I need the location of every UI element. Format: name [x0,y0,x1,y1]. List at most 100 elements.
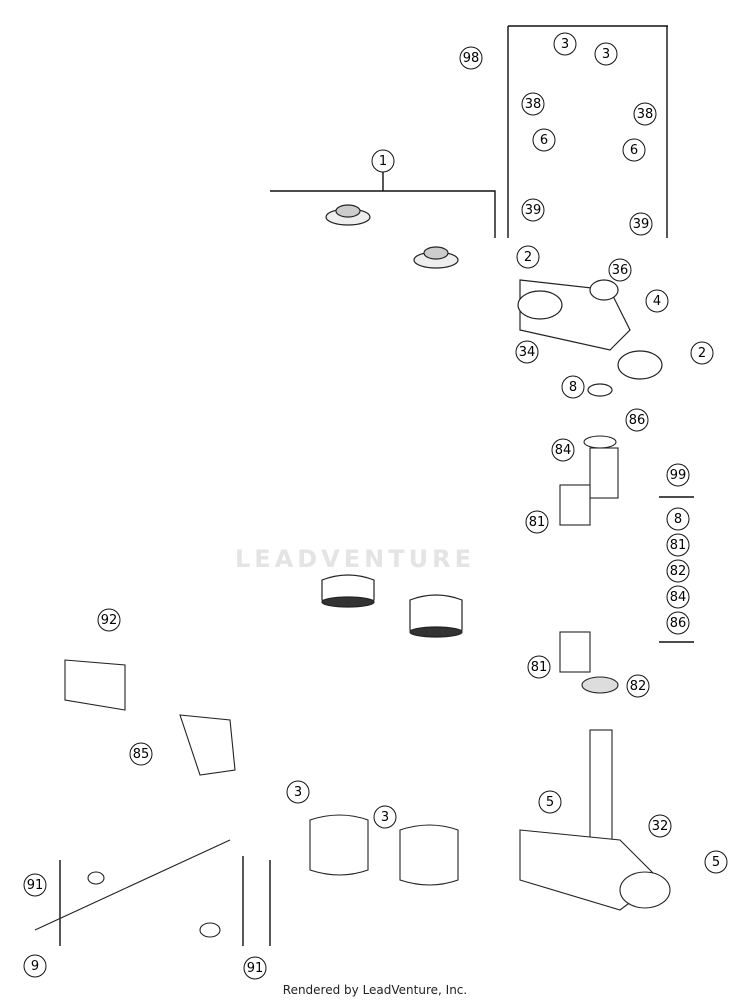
svg-text:5: 5 [546,795,554,810]
fork-cap-right-nut [423,246,449,260]
svg-text:99: 99 [670,468,687,483]
fork-legs [321,204,463,638]
svg-text:39: 39 [633,217,650,232]
callout-34: 34 [515,340,539,364]
bearing-upper [589,447,619,499]
callout-6: 6 [622,138,646,162]
svg-text:1: 1 [379,154,387,169]
svg-text:38: 38 [637,107,654,122]
callout-98: 98 [459,46,483,70]
svg-text:2: 2 [698,346,706,361]
svg-text:2: 2 [524,250,532,265]
bearing-seal [583,435,617,449]
sleeve-81-upper [559,484,591,526]
clamp-3-left [309,814,369,876]
svg-text:3: 3 [602,47,610,62]
callout-3: 3 [594,42,618,66]
fork-guard-piece [179,714,236,776]
callout-1: 1 [371,149,395,173]
callout-3: 3 [373,805,397,829]
svg-text:84: 84 [670,590,687,605]
callout-8: 8 [666,507,690,531]
callout-39: 39 [629,212,653,236]
diagram-lines [59,25,694,946]
svg-text:6: 6 [540,133,548,148]
clamp-3-right [399,824,459,886]
svg-text:3: 3 [294,785,302,800]
callout-8: 8 [561,375,585,399]
callout-99: 99 [666,463,690,487]
callout-81: 81 [525,510,549,534]
svg-text:91: 91 [247,961,264,976]
callout-36: 36 [608,258,632,282]
callout-2: 2 [516,245,540,269]
callout-label: 98 [463,51,480,66]
watermark: LEADVENTURE [235,545,475,573]
svg-text:82: 82 [670,564,687,579]
svg-text:84: 84 [555,443,572,458]
callout-3: 3 [553,32,577,56]
fork-cap-left-nut [335,204,361,218]
callout-5: 5 [704,850,728,874]
svg-text:81: 81 [670,538,687,553]
fork-seal-left [321,596,375,608]
steering-nut [589,279,619,301]
steering-stem-parts [519,435,671,911]
render-credit: Rendered by LeadVenture, Inc. [282,983,468,997]
brake-line [34,839,231,931]
svg-text:3: 3 [561,37,569,52]
svg-text:86: 86 [670,616,687,631]
callout-4: 4 [645,289,669,313]
svg-text:4: 4 [653,294,661,309]
callout-3: 3 [286,780,310,804]
svg-text:8: 8 [674,512,682,527]
callout-38: 38 [633,102,657,126]
svg-text:86: 86 [629,413,646,428]
callout-85: 85 [129,742,153,766]
bottom-clamp-right-bore [619,871,671,909]
svg-text:32: 32 [652,819,669,834]
fork-bracket-line [270,190,496,238]
callout-82: 82 [666,559,690,583]
svg-text:85: 85 [133,747,150,762]
callout-layer: 98 3 3 38 38 6 6 1 39 39 2 36 4 34 2 8 8… [23,32,728,980]
steering-stem [589,729,613,851]
callout-6: 6 [532,128,556,152]
top-clamp-right-bore [617,350,663,380]
svg-text:82: 82 [630,679,647,694]
callout-84: 84 [551,438,575,462]
svg-text:38: 38 [525,97,542,112]
svg-text:34: 34 [519,345,536,360]
fork-guard-92 [64,659,126,711]
callout-86: 86 [666,611,690,635]
svg-text:81: 81 [529,515,546,530]
svg-text:3: 3 [381,810,389,825]
callout-5: 5 [538,790,562,814]
fork-seal-right [409,626,463,638]
triple-clamp-top [517,279,663,397]
top-clamp-left-bore [517,290,563,320]
guard-bolt [199,922,221,938]
callout-91: 91 [23,873,47,897]
svg-text:91: 91 [27,878,44,893]
o-ring [587,383,613,397]
svg-text:36: 36 [612,263,629,278]
svg-text:81: 81 [531,660,548,675]
callout-91: 91 [243,956,267,980]
callout-92: 92 [97,608,121,632]
callout-32: 32 [648,814,672,838]
svg-text:6: 6 [630,143,638,158]
svg-text:39: 39 [525,203,542,218]
callout-86: 86 [625,408,649,432]
callout-82: 82 [626,674,650,698]
callout-39: 39 [521,198,545,222]
sleeve-81-lower [559,631,591,673]
svg-text:9: 9 [31,959,39,974]
lower-parts [34,659,459,938]
svg-text:92: 92 [101,613,118,628]
callout-84: 84 [666,585,690,609]
guard-grommet [87,871,105,885]
svg-text:5: 5 [712,855,720,870]
callout-2: 2 [690,341,714,365]
svg-text:8: 8 [569,380,577,395]
